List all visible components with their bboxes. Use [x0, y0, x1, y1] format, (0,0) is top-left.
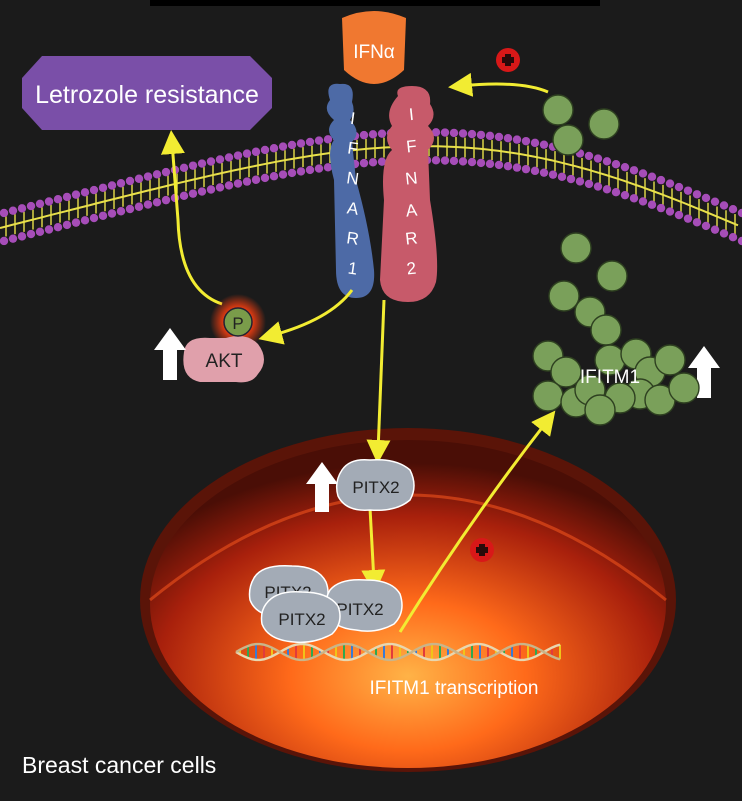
pitx2-protein: PITX2 [335, 458, 415, 512]
ifitm1-molecule [668, 372, 700, 404]
phospho-label: P [232, 314, 243, 333]
arrow-receptor-to-pitx2 [366, 299, 391, 464]
ifn-alpha-label: IFNα [353, 42, 395, 63]
ifitm1-molecule [560, 232, 592, 264]
ifnar2-letter: R [404, 228, 418, 248]
ifitm1-molecule [590, 314, 622, 346]
arrow-ifitm1-to-ifn [448, 72, 549, 97]
ifnar2-letter: I [408, 105, 415, 124]
ifitm1-proteins [532, 94, 700, 426]
signal-arrows [160, 72, 556, 633]
up-arrow-icon [688, 346, 720, 398]
ifnar2-letter: A [405, 200, 419, 220]
dna-helix [235, 642, 561, 662]
ifitm1-molecule [542, 94, 574, 126]
pitx2-cluster: PITX2 PITX2 PITX2 [248, 565, 403, 644]
arrow-pitx2-to-dna [361, 507, 386, 594]
pitx2-right-label: PITX2 [336, 600, 383, 619]
arrow-receptor-to-akt [258, 289, 354, 345]
ifitm1-molecule [550, 356, 582, 388]
membrane-heads [0, 127, 742, 246]
ifnar1-letter: N [345, 168, 360, 189]
ifnar1-letter: R [345, 228, 360, 249]
plus-circle-icon [496, 48, 520, 72]
ifnar1-letter: I [349, 109, 356, 128]
transcription-label: IFITM1 transcription [370, 678, 539, 699]
letrozole-resistance-box: Letrozole resistance [22, 56, 272, 130]
ifnar2-letter: F [405, 137, 417, 157]
pitx2-front-label: PITX2 [278, 610, 325, 629]
letrozole-label: Letrozole resistance [35, 81, 259, 109]
ifn-alpha-ligand: IFNα [342, 11, 406, 84]
pitx2-label: PITX2 [352, 478, 399, 497]
arrow-dna-to-ifitm1 [398, 410, 556, 633]
ifnar2-letter: N [404, 168, 418, 188]
akt-label: AKT [206, 351, 243, 372]
akt-protein: AKT P [183, 294, 266, 383]
nucleus [140, 428, 676, 772]
ifitm1-molecule [596, 260, 628, 292]
ifnar1-letter: A [346, 198, 361, 218]
up-arrow-icon [154, 328, 186, 380]
ifitm1-label: IFITM1 [580, 367, 640, 388]
ifitm1-molecule [552, 124, 584, 156]
ifitm1-molecule [548, 280, 580, 312]
ifnar2-letter: 2 [406, 259, 417, 279]
up-arrow-icon [306, 462, 338, 512]
ifitm1-molecule [584, 394, 616, 426]
ifitm1-molecule [532, 380, 564, 412]
ifitm1-molecule [654, 344, 686, 376]
ifnar1-letter: F [346, 138, 359, 158]
phospho-group [223, 307, 253, 337]
ifnar1-letter: 1 [347, 258, 359, 278]
ifitm1-molecule [588, 108, 620, 140]
plus-circle-icon [470, 538, 494, 562]
top-bar [150, 0, 600, 6]
cell-type-label: Breast cancer cells [22, 752, 216, 778]
arrow-akt-to-letrozole [160, 130, 223, 306]
